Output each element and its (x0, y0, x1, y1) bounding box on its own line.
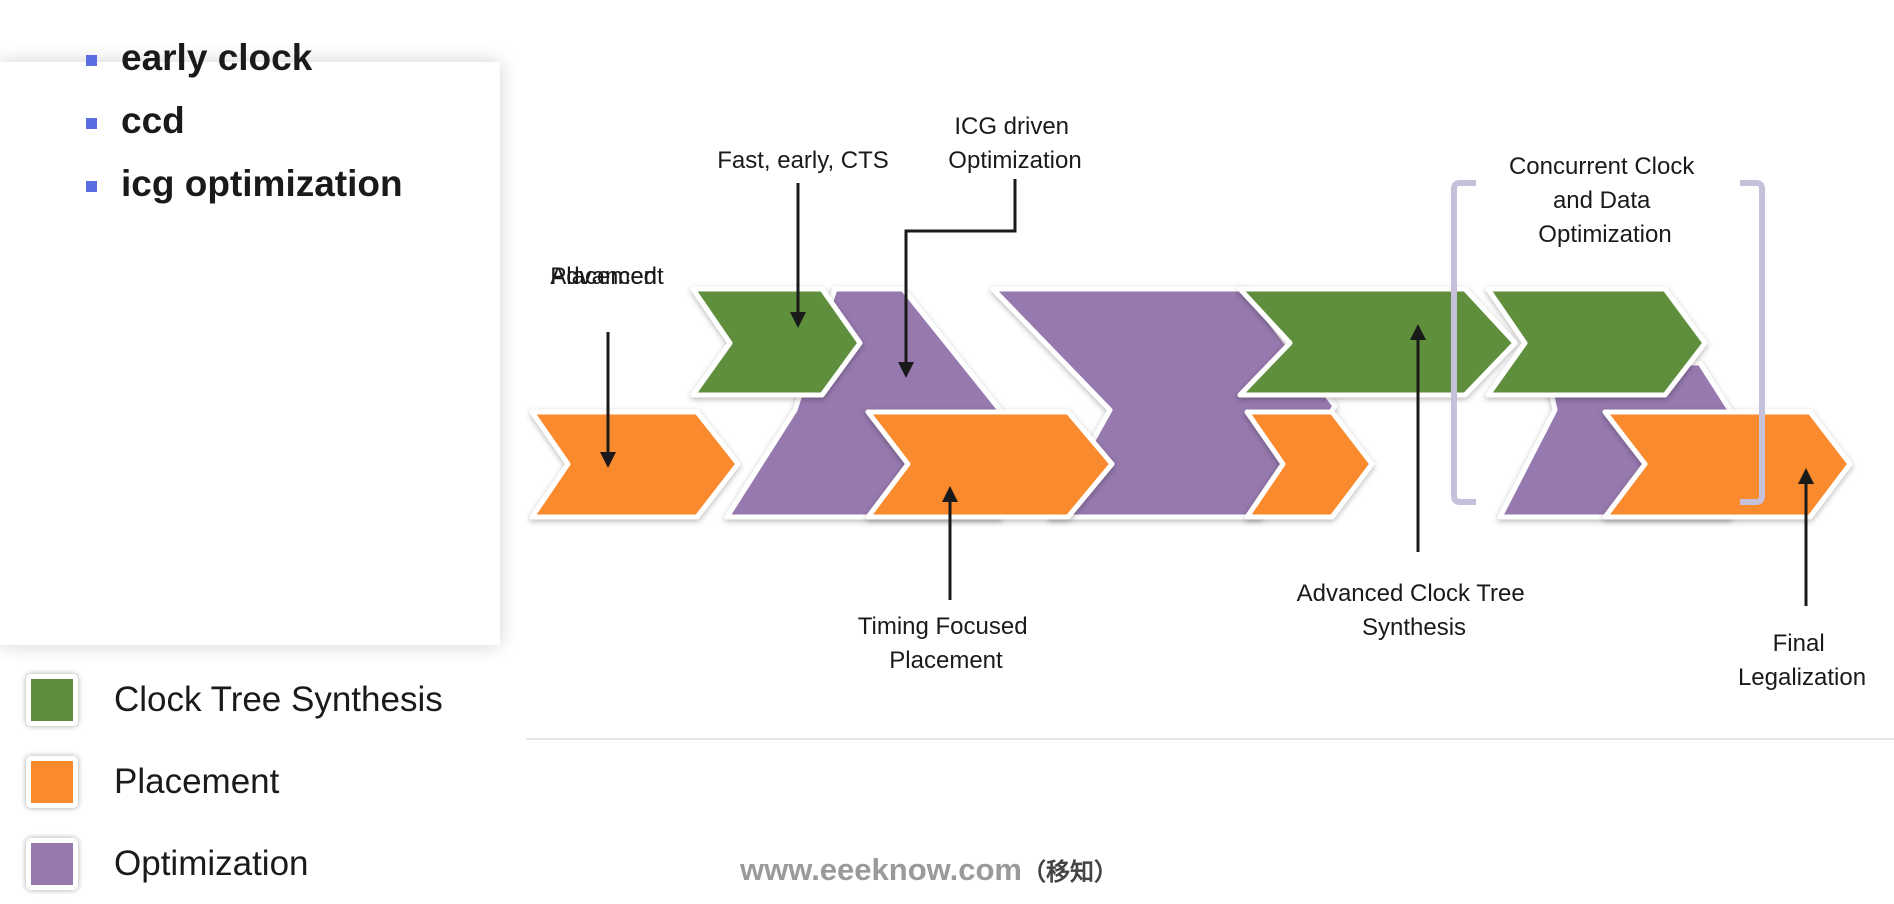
bullet-square-icon (86, 118, 97, 129)
bullet-text: icg optimization (121, 162, 403, 204)
label-advanced-cts: Advanced Clock Tree Synthesis (1297, 580, 1532, 641)
label-concurrent-optimization: Concurrent Clock and Data Optimization (1509, 153, 1701, 248)
placement-chevron-1 (529, 409, 741, 520)
arrowhead-icon (942, 486, 958, 502)
arrowhead-icon (1410, 324, 1426, 340)
bullet-text: early clock (121, 36, 313, 78)
label-final-legalization: Final Legalization (1738, 630, 1866, 691)
legend-label: Placement (114, 762, 280, 801)
placement-chevron-2 (865, 409, 1115, 520)
divider-line (526, 738, 1894, 740)
label-icg-driven: ICG driven Optimization (948, 113, 1081, 174)
label-fast-early-cts: Fast, early, CTS (717, 147, 889, 174)
legend-label: Clock Tree Synthesis (114, 680, 443, 719)
cts-chevron-3 (1485, 286, 1708, 398)
bullet-square-icon (86, 181, 97, 192)
legend-item-placement: Placement (26, 756, 279, 808)
watermark-url: www.eeeknow.com (740, 852, 1022, 887)
bracket-right (1740, 180, 1765, 505)
bullet-list: early clock ccd icg optimization (86, 26, 403, 215)
watermark: www.eeeknow.com（移知） (740, 852, 1118, 888)
diagram-panel (0, 62, 500, 645)
label-advanced-placement: Advanced Placement (550, 263, 664, 290)
bullet-item: ccd (86, 89, 403, 152)
legend-item-optimization: Optimization (26, 838, 309, 890)
watermark-suffix: （移知） (1021, 859, 1118, 886)
bracket-left (1451, 180, 1476, 505)
bullet-square-icon (86, 55, 97, 66)
placement-chevron-4 (1602, 409, 1853, 520)
label-timing-focused-placement: Timing Focused Placement (858, 613, 1035, 674)
arrowhead-icon (898, 362, 914, 378)
bullet-text: ccd (121, 99, 185, 141)
legend-item-cts: Clock Tree Synthesis (26, 674, 443, 726)
arrowhead-icon (790, 312, 806, 328)
legend-swatch-cts (26, 674, 78, 726)
arrow-icg-driven (904, 179, 1017, 362)
cts-chevron-2 (1237, 286, 1518, 398)
bullet-item: icg optimization (86, 152, 403, 215)
legend-swatch-optimization (26, 838, 78, 890)
arrowhead-icon (600, 452, 616, 468)
annotation-arrows (606, 179, 1808, 606)
cts-chevron-1 (690, 286, 863, 398)
bullet-item: early clock (86, 26, 403, 89)
legend-label: Optimization (114, 844, 309, 883)
placement-chevron-3 (1244, 409, 1375, 520)
arrowhead-icon (1798, 468, 1814, 484)
legend-swatch-placement (26, 756, 78, 808)
